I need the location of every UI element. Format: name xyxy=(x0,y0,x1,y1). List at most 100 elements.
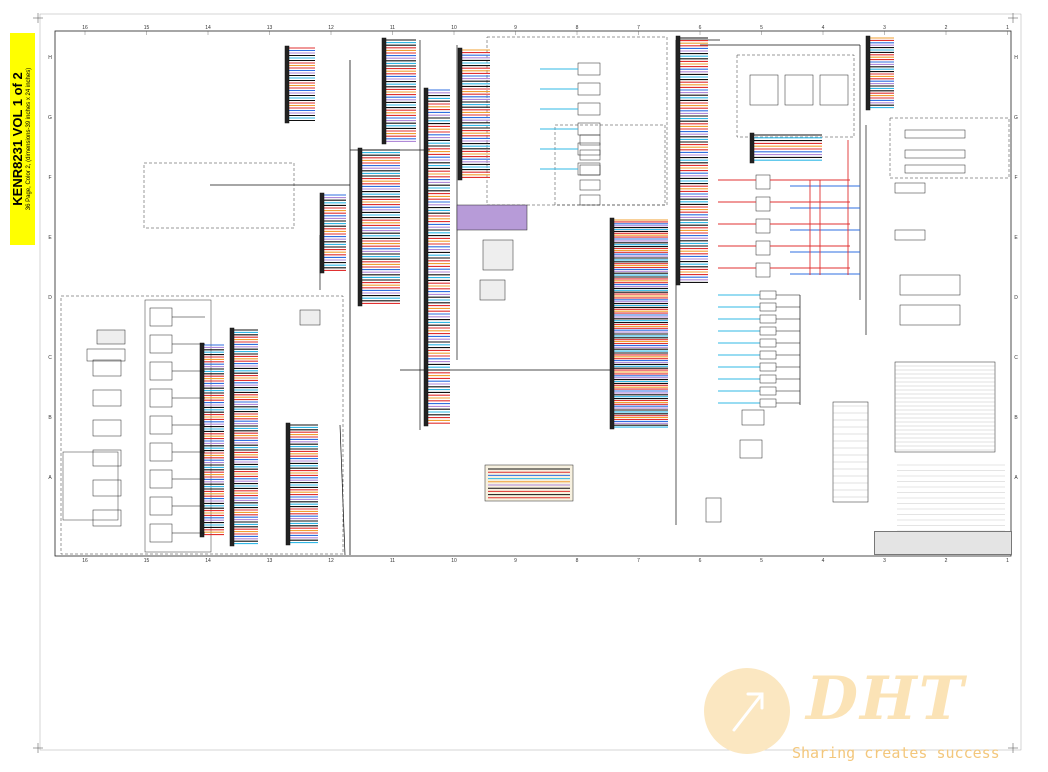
zone-letter-left: G xyxy=(48,115,52,121)
zone-number-top: 9 xyxy=(514,25,517,31)
sensor-module xyxy=(894,229,926,241)
zone-number-bottom: 15 xyxy=(144,558,150,564)
zone-number-top: 7 xyxy=(637,25,640,31)
relay-module xyxy=(482,239,514,271)
zone-number-top: 12 xyxy=(328,25,334,31)
zone-number-bottom: 16 xyxy=(82,558,88,564)
document-tag xyxy=(10,33,35,245)
fuse-holder xyxy=(149,496,173,516)
connector-pin-strip xyxy=(749,132,755,164)
fuse-holder xyxy=(149,307,173,327)
switch-bank-switch xyxy=(759,338,777,348)
connector-block xyxy=(739,439,763,459)
legend-table xyxy=(484,464,574,502)
panel-switch xyxy=(579,149,601,161)
relay-coil xyxy=(755,174,771,190)
document-tag-text: KENR8231 VOL 1 of 2 36 Page, Color 2, (d… xyxy=(10,67,33,211)
small-table xyxy=(86,348,126,362)
right-module-group xyxy=(889,117,1010,179)
switch-bank-switch xyxy=(759,386,777,396)
panel-switch xyxy=(577,62,601,76)
zone-number-top: 16 xyxy=(82,25,88,31)
switch-symbol xyxy=(92,389,122,407)
switch-symbol xyxy=(92,479,122,497)
zone-letter-right: D xyxy=(1014,295,1018,301)
sensor-module xyxy=(899,304,961,326)
connector-pin-strip xyxy=(319,192,325,274)
zone-number-top: 13 xyxy=(267,25,273,31)
switch-symbol xyxy=(92,449,122,467)
trunk-branch xyxy=(339,424,346,556)
connector-pin-strip xyxy=(285,422,291,546)
document-title: KENR8231 VOL 1 of 2 xyxy=(10,72,26,206)
front-panel-subgroup xyxy=(554,124,666,206)
fuse-holder xyxy=(149,334,173,354)
zone-number-top: 2 xyxy=(945,25,948,31)
switch-symbol xyxy=(92,509,122,527)
panel-switch xyxy=(577,102,601,116)
zone-letter-right: H xyxy=(1014,55,1018,61)
zone-letter-right: G xyxy=(1014,115,1018,121)
panel-switch xyxy=(577,82,601,96)
relay-module xyxy=(299,309,321,326)
console-group xyxy=(143,162,295,229)
sensor-module xyxy=(899,274,961,296)
zone-number-top: 8 xyxy=(576,25,579,31)
power-relay xyxy=(819,74,849,106)
zone-number-bottom: 10 xyxy=(451,558,457,564)
switch-bank-switch xyxy=(759,362,777,372)
fuse-column xyxy=(144,299,212,553)
sensor-module xyxy=(904,149,966,159)
watermark-tagline: Sharing creates success xyxy=(792,744,1000,762)
zone-number-bottom: 9 xyxy=(514,558,517,564)
zone-number-top: 6 xyxy=(699,25,702,31)
connector-pin-strip xyxy=(609,217,615,430)
panel-switch xyxy=(579,179,601,191)
front-panel-group xyxy=(486,36,668,206)
zone-number-bottom: 14 xyxy=(205,558,211,564)
zone-letter-left: C xyxy=(48,355,52,361)
zone-letter-right: E xyxy=(1014,235,1018,241)
connector-pin-strip xyxy=(199,342,205,538)
zone-number-bottom: 3 xyxy=(883,558,886,564)
zone-number-bottom: 12 xyxy=(328,558,334,564)
zone-letter-left: F xyxy=(48,175,51,181)
connector-pin-strip xyxy=(284,45,290,124)
power-relay xyxy=(749,74,779,106)
connector-pin-strip xyxy=(381,37,387,145)
connector-pin-strip xyxy=(675,35,681,286)
color-code-table xyxy=(832,401,869,503)
connector-block xyxy=(741,409,765,426)
power-distribution-group xyxy=(736,54,855,138)
zone-letter-left: A xyxy=(48,475,52,481)
zone-letter-right: C xyxy=(1014,355,1018,361)
zone-number-bottom: 1 xyxy=(1006,558,1009,564)
zone-number-top: 14 xyxy=(205,25,211,31)
zone-letter-left: B xyxy=(48,415,52,421)
zone-number-top: 1 xyxy=(1006,25,1009,31)
zone-letter-right: F xyxy=(1014,175,1017,181)
relay-coil xyxy=(755,262,771,278)
switch-bank-switch xyxy=(759,398,777,408)
connector-pin-strip xyxy=(357,147,363,307)
switch-symbol xyxy=(92,359,122,377)
switch-bank-switch xyxy=(759,314,777,324)
relay-coil xyxy=(755,196,771,212)
zone-number-top: 15 xyxy=(144,25,150,31)
panel-switch xyxy=(579,164,601,176)
connector-pin-strip xyxy=(457,47,463,181)
title-block xyxy=(874,531,1012,555)
panel-switch xyxy=(579,134,601,146)
power-relay xyxy=(784,74,814,106)
relay-module xyxy=(456,204,528,231)
switch-module xyxy=(62,451,119,521)
switch-bank-switch xyxy=(759,326,777,336)
zone-number-top: 3 xyxy=(883,25,886,31)
fuse-holder xyxy=(149,469,173,489)
zone-number-bottom: 13 xyxy=(267,558,273,564)
connector-block xyxy=(705,497,722,523)
left-console-group xyxy=(60,295,344,555)
document-subtitle: 36 Page, Color 2, (dimensions-39 inches … xyxy=(26,67,33,211)
